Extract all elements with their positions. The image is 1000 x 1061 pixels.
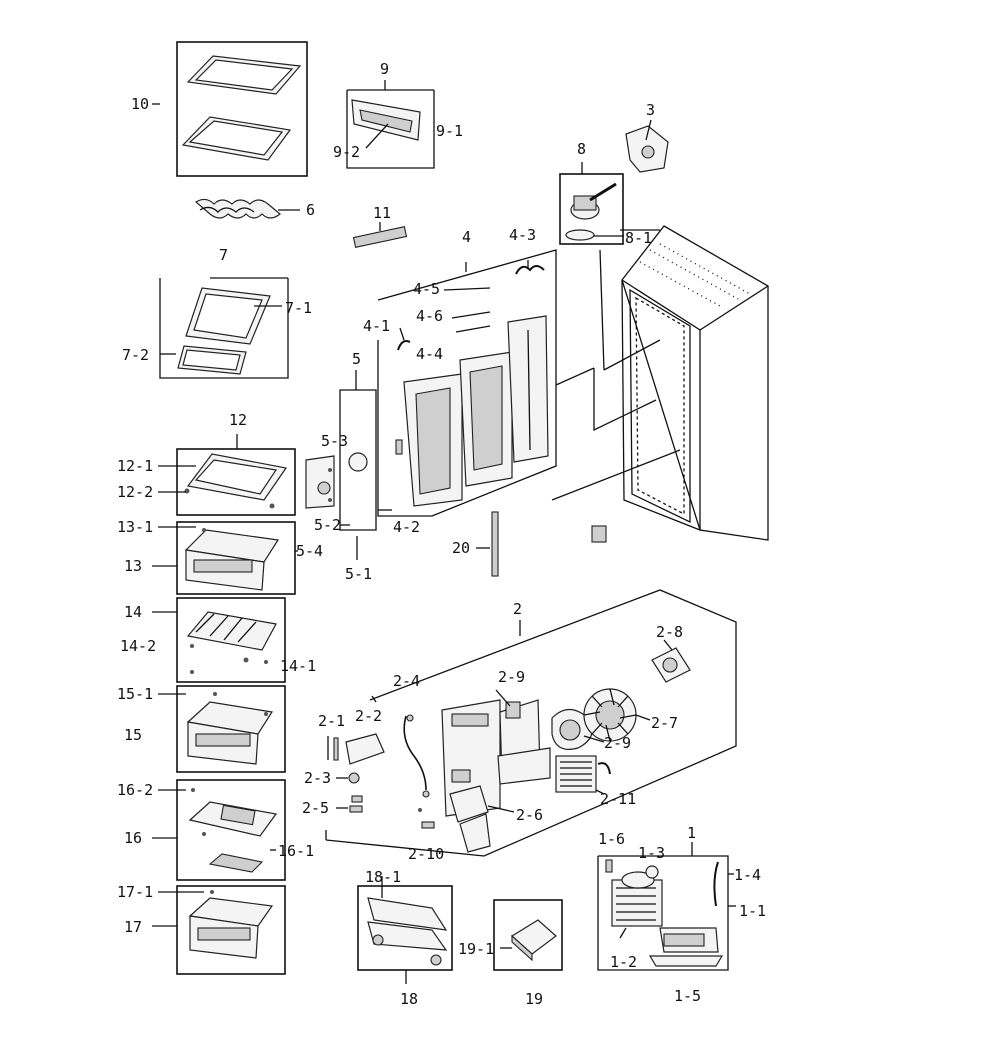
label-5-4: 5-4 <box>296 542 323 560</box>
part-group-5 <box>305 370 392 560</box>
label-2-3: 2-3 <box>304 769 331 787</box>
label-2-8: 2-8 <box>656 623 683 641</box>
label-4-1: 4-1 <box>363 317 390 335</box>
label-8: 8 <box>577 140 586 158</box>
label-2-6: 2-6 <box>516 806 543 824</box>
label-18: 18 <box>400 990 418 1008</box>
callout-labels: 10 9 9-1 9-2 3 8 8-1 6 11 7 7-1 7-2 4 4-… <box>117 60 766 1008</box>
label-10: 10 <box>131 95 149 113</box>
label-15: 15 <box>124 726 142 744</box>
label-6: 6 <box>306 201 315 219</box>
label-1-3: 1-3 <box>638 844 665 862</box>
label-13-1: 13-1 <box>117 518 153 536</box>
label-12: 12 <box>229 411 247 429</box>
part-group-10 <box>152 41 308 177</box>
label-12-2: 12-2 <box>117 483 153 501</box>
label-3: 3 <box>646 101 655 119</box>
part-group-2 <box>325 589 737 857</box>
label-4-3: 4-3 <box>509 226 536 244</box>
label-1: 1 <box>687 824 696 842</box>
label-16: 16 <box>124 829 142 847</box>
label-1-6: 1-6 <box>598 830 625 848</box>
part-group-15 <box>158 685 286 773</box>
label-16-1: 16-1 <box>278 842 314 860</box>
label-13: 13 <box>124 557 142 575</box>
part-group-13 <box>152 521 298 595</box>
label-16-2: 16-2 <box>117 781 153 799</box>
part-group-19 <box>493 899 563 971</box>
label-9: 9 <box>380 60 389 78</box>
label-2-5: 2-5 <box>302 799 329 817</box>
label-9-2: 9-2 <box>333 143 360 161</box>
part-20 <box>476 511 499 577</box>
label-17: 17 <box>124 918 142 936</box>
label-19-1: 19-1 <box>458 940 494 958</box>
label-2-7: 2-7 <box>651 714 678 732</box>
part-group-16 <box>152 779 286 881</box>
label-5-2: 5-2 <box>314 516 341 534</box>
label-4-4: 4-4 <box>416 345 443 363</box>
label-14: 14 <box>124 603 142 621</box>
label-4-2: 4-2 <box>393 518 420 536</box>
part-group-9 <box>346 80 435 169</box>
part-group-17 <box>152 885 286 975</box>
label-2-9-bottom: 2-9 <box>604 734 631 752</box>
label-5-1: 5-1 <box>345 565 372 583</box>
label-7-2: 7-2 <box>122 346 149 364</box>
label-12-1: 12-1 <box>117 457 153 475</box>
label-9-1: 9-1 <box>436 122 463 140</box>
label-18-1: 18-1 <box>365 868 401 886</box>
label-17-1: 17-1 <box>117 883 153 901</box>
label-19: 19 <box>525 990 543 1008</box>
label-15-1: 15-1 <box>117 685 153 703</box>
label-2-2: 2-2 <box>355 707 382 725</box>
label-4: 4 <box>462 228 471 246</box>
label-7: 7 <box>219 246 228 264</box>
label-4-6: 4-6 <box>416 307 443 325</box>
label-2-1: 2-1 <box>318 712 345 730</box>
part-group-12 <box>158 434 296 516</box>
part-group-18 <box>357 876 453 984</box>
label-7-1: 7-1 <box>285 299 312 317</box>
part-group-4 <box>377 249 557 517</box>
label-2-10: 2-10 <box>408 845 444 863</box>
part-group-14 <box>152 597 286 683</box>
label-4-5: 4-5 <box>413 280 440 298</box>
label-2-4: 2-4 <box>393 672 420 690</box>
part-group-8 <box>559 162 624 245</box>
fridge-cabinet <box>551 225 769 543</box>
label-14-1: 14-1 <box>280 657 316 675</box>
label-20: 20 <box>452 539 470 557</box>
label-11: 11 <box>373 204 391 222</box>
label-14-2: 14-2 <box>120 637 156 655</box>
part-group-7 <box>159 277 289 379</box>
label-5: 5 <box>352 350 361 368</box>
part-11 <box>352 222 408 248</box>
label-1-1: 1-1 <box>739 902 766 920</box>
label-2-11: 2-11 <box>600 790 636 808</box>
label-8-1: 8-1 <box>625 229 652 247</box>
part-group-1 <box>597 842 736 971</box>
part-6 <box>194 198 300 219</box>
label-1-2: 1-2 <box>610 953 637 971</box>
label-1-4: 1-4 <box>734 866 761 884</box>
label-1-5: 1-5 <box>674 987 701 1005</box>
label-2: 2 <box>513 600 522 618</box>
label-5-3: 5-3 <box>321 432 348 450</box>
label-2-9-top: 2-9 <box>498 668 525 686</box>
part-3 <box>625 119 669 173</box>
